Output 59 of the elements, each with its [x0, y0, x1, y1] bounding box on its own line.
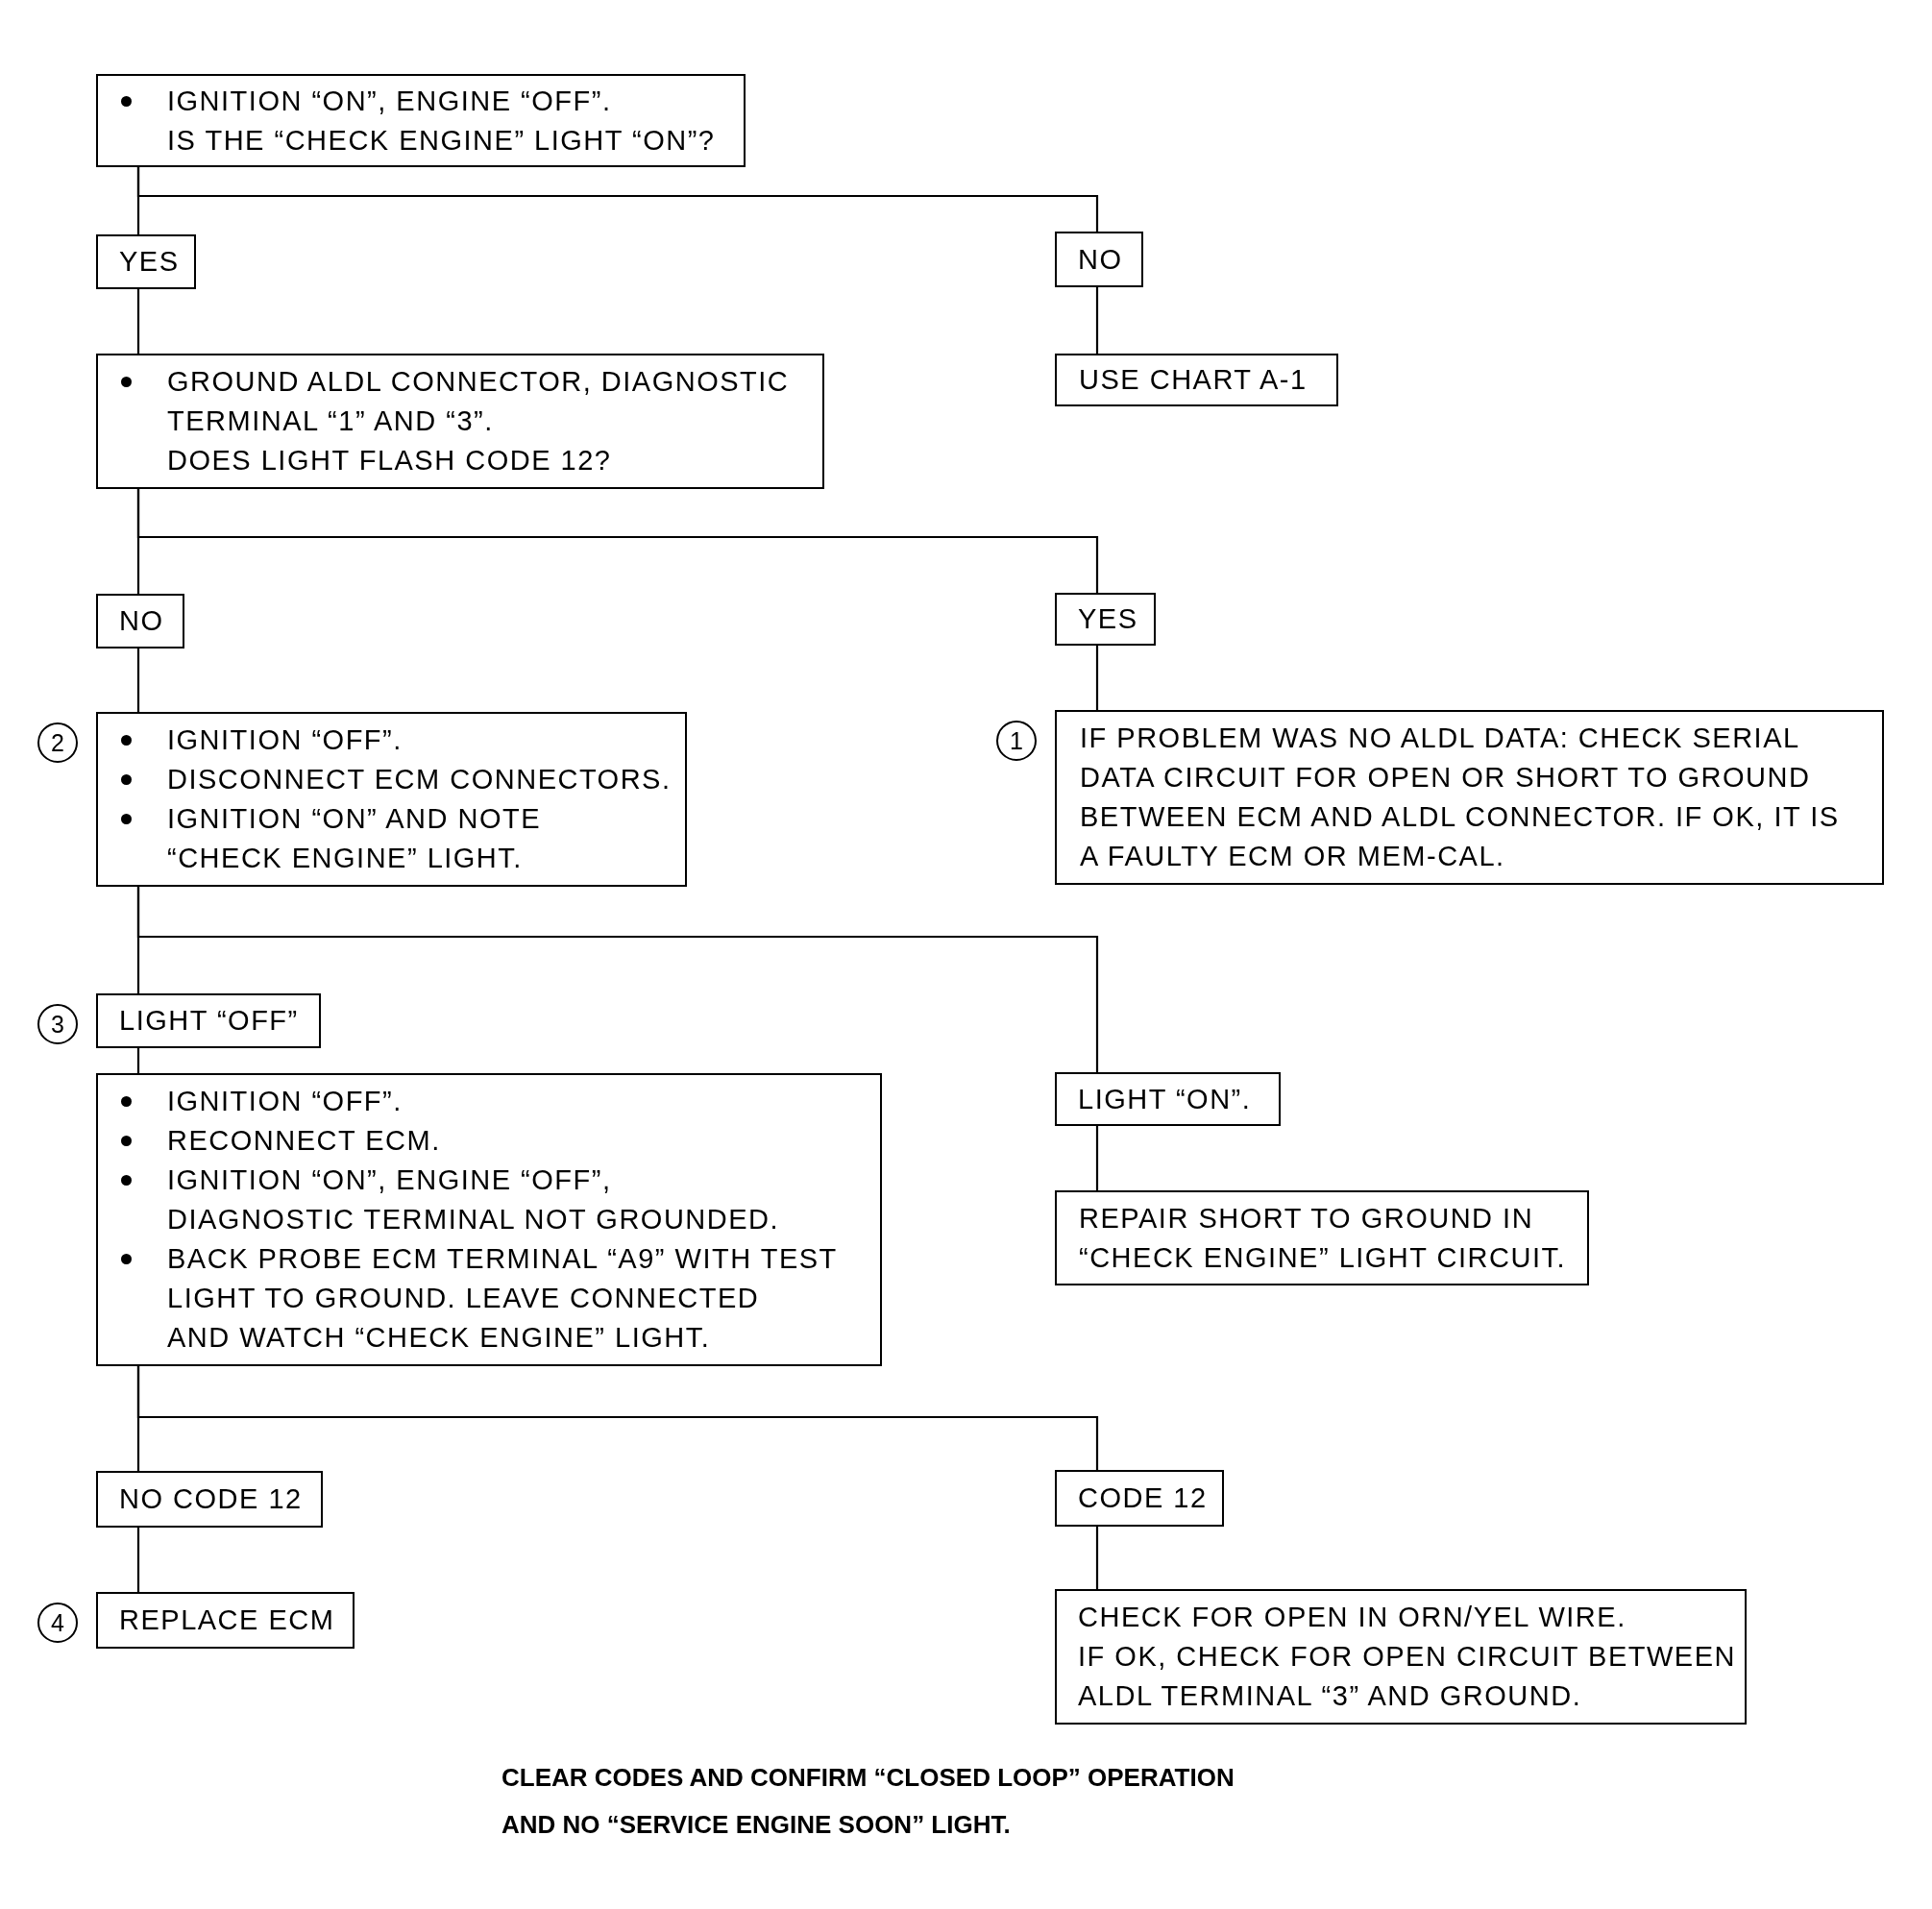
outcome-text: YES	[119, 245, 181, 279]
step-text: IGNITION “ON”, ENGINE “OFF”, DIAGNOSTIC TERMINAL NOT GROUNDED.	[167, 1163, 781, 1236]
step-text: IGNITION “ON” AND NOTE “CHECK ENGINE” LIGHT.	[167, 802, 543, 875]
result-text: USE CHART A-1	[1079, 363, 1308, 397]
step-text: RECONNECT ECM.	[167, 1124, 442, 1158]
step-text: IGNITION “OFF”.	[167, 1085, 404, 1118]
result-text: IF PROBLEM WAS NO ALDL DATA: CHECK SERIAL DATA CIRCUIT FOR OPEN OR SHORT TO GROUND BETWEEN ECM AND ALDL CONNECTOR. IF OK, IT IS A FAULTY ECM OR MEM-CAL.	[1080, 722, 1841, 873]
step-text: BACK PROBE ECM TERMINAL “A9” WITH TEST LIGHT TO GROUND. LEAVE CONNECTED AND WATCH “CHECK ENGINE” LIGHT.	[167, 1242, 839, 1355]
connector-line	[136, 1366, 1099, 1470]
connector-line	[1095, 287, 1099, 354]
step-text: IGNITION “ON”, ENGINE “OFF”.	[167, 84, 613, 118]
result-box	[1055, 354, 1338, 406]
outcome-box	[96, 993, 321, 1048]
step-text: IS THE “CHECK ENGINE” LIGHT “ON”?	[167, 123, 717, 158]
step-box	[96, 354, 824, 489]
outcome-box	[96, 1471, 323, 1528]
result-text: IF OK, CHECK FOR OPEN CIRCUIT BETWEEN ALDL TERMINAL “3” AND GROUND.	[1078, 1640, 1737, 1713]
step-text: DISCONNECT ECM CONNECTORS.	[167, 763, 673, 796]
result-box	[96, 1592, 355, 1649]
step-text: DOES LIGHT FLASH CODE 12?	[167, 444, 613, 477]
result-text: CHECK FOR OPEN IN ORN/YEL WIRE.	[1078, 1601, 1627, 1634]
result-box	[1055, 1589, 1747, 1725]
outcome-text: YES	[1078, 602, 1139, 636]
callout-number: 3	[37, 1004, 78, 1044]
outcome-box	[1055, 1470, 1224, 1527]
step-text: GROUND ALDL CONNECTOR, DIAGNOSTIC TERMINAL “1” AND “3”.	[167, 365, 791, 438]
footer-note: CLEAR CODES AND CONFIRM “CLOSED LOOP” OPERATION AND NO “SERVICE ENGINE SOON” LIGHT.	[501, 1762, 1235, 1841]
connector-line	[1095, 1126, 1099, 1190]
connector-line	[136, 289, 140, 354]
outcome-text: NO	[1078, 242, 1124, 277]
outcome-text: NO	[119, 604, 165, 638]
connector-line	[136, 649, 140, 712]
outcome-text: CODE 12	[1078, 1481, 1209, 1515]
result-box	[1055, 710, 1884, 885]
connector-line	[136, 1528, 140, 1592]
outcome-box	[1055, 593, 1156, 646]
connector-line	[136, 1048, 140, 1073]
step-box	[96, 1073, 882, 1366]
connector-line	[1095, 1527, 1099, 1589]
step-box	[96, 74, 746, 167]
connector-line	[136, 167, 1099, 232]
outcome-text: LIGHT “ON”.	[1078, 1082, 1253, 1116]
result-text: REPAIR SHORT TO GROUND IN “CHECK ENGINE” LIGHT CIRCUIT.	[1079, 1201, 1567, 1275]
result-box	[1055, 1190, 1589, 1285]
callout-number: 1	[996, 721, 1037, 761]
result-text: REPLACE ECM	[119, 1603, 336, 1637]
callout-number: 4	[37, 1603, 78, 1643]
callout-number: 2	[37, 722, 78, 763]
connector-line	[136, 489, 1099, 593]
outcome-box	[1055, 1072, 1281, 1126]
step-box	[96, 712, 687, 887]
outcome-box	[96, 594, 184, 649]
connector-line	[136, 887, 1099, 1072]
step-text: IGNITION “OFF”.	[167, 723, 404, 757]
outcome-box	[1055, 232, 1143, 287]
outcome-text: NO CODE 12	[119, 1482, 304, 1516]
outcome-box	[96, 234, 196, 289]
connector-line	[1095, 646, 1099, 710]
outcome-text: LIGHT “OFF”	[119, 1004, 300, 1038]
